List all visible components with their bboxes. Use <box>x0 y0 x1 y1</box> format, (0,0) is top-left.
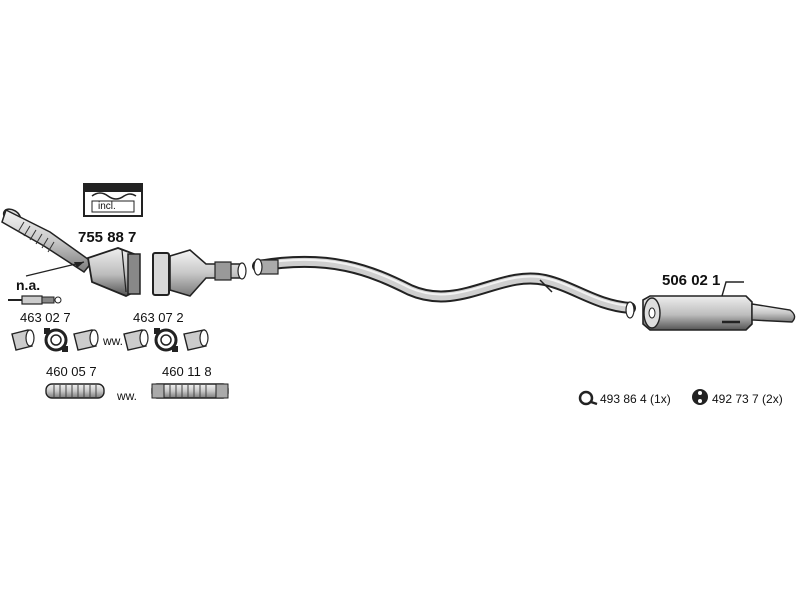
rubber-mount-icon <box>692 389 708 405</box>
flex-pipe-460118 <box>151 383 229 399</box>
hanger-ring-icon <box>578 390 598 406</box>
front-downpipe <box>1 208 94 273</box>
catalytic-converter <box>86 247 141 297</box>
middle-pipe <box>252 255 636 319</box>
part-number-hanger-ring[interactable]: 493 86 4 (1x) <box>600 392 671 406</box>
clamp-463072-group <box>123 328 209 352</box>
alternative-separator-1: ww. <box>103 334 124 348</box>
rear-silencer <box>642 281 796 331</box>
clamp-463027-group <box>11 328 99 352</box>
intermediate-pipe-front <box>152 249 247 297</box>
part-number-catalytic-converter[interactable]: 755 88 7 <box>78 229 137 246</box>
part-number-rubber-mount[interactable]: 492 73 7 (2x) <box>712 392 783 406</box>
part-number-clamp-b[interactable]: 463 07 2 <box>133 310 184 325</box>
clamp-463072-icon <box>154 328 178 352</box>
clamp-463027-icon <box>44 328 68 352</box>
gasket-box-label: incl. <box>98 201 116 212</box>
flex-pipe-460057 <box>45 383 105 399</box>
lambda-sensor-icon <box>8 295 62 305</box>
gasket-box-icon <box>83 183 143 217</box>
part-number-rear-silencer[interactable]: 506 02 1 <box>662 272 721 289</box>
sensor-note-label: n.a. <box>16 277 41 293</box>
part-number-flex-a[interactable]: 460 05 7 <box>46 364 97 379</box>
sensor-pointer-arrow <box>25 261 85 277</box>
part-number-clamp-a[interactable]: 463 02 7 <box>20 310 71 325</box>
part-number-flex-b[interactable]: 460 11 8 <box>162 364 212 379</box>
alternative-separator-2: ww. <box>117 389 138 403</box>
